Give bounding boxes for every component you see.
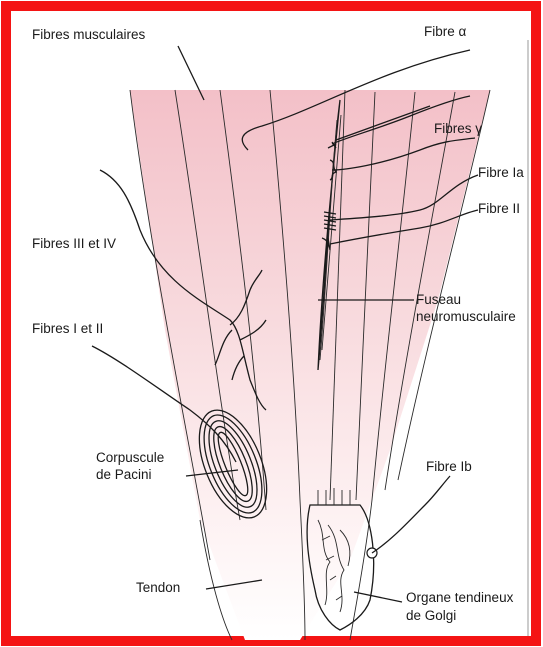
label-fibre-alpha: Fibre α <box>424 24 467 39</box>
muscle-body <box>130 90 490 640</box>
label-fibres-musculaires: Fibres musculaires <box>32 27 146 42</box>
label-fibre-ii: Fibre II <box>478 201 520 216</box>
label-pacini-2: de Pacini <box>96 467 152 482</box>
label-fibres-gamma: Fibres γ <box>434 121 482 136</box>
label-fuseau-2: neuromusculaire <box>416 309 516 324</box>
label-golgi-1: Organe tendineux <box>406 590 514 605</box>
label-fuseau-1: Fuseau <box>416 292 461 307</box>
label-fibres-iii-iv: Fibres III et IV <box>32 236 116 251</box>
label-golgi-2: de Golgi <box>406 608 456 623</box>
label-tendon: Tendon <box>136 580 180 595</box>
fibre-ib-nerve <box>372 476 450 553</box>
label-fibre-ib: Fibre Ib <box>426 459 472 474</box>
label-pacini-1: Corpuscule <box>96 450 164 465</box>
label-fibre-ia: Fibre Ia <box>478 165 524 180</box>
label-fibres-i-ii: Fibres I et II <box>32 321 103 336</box>
